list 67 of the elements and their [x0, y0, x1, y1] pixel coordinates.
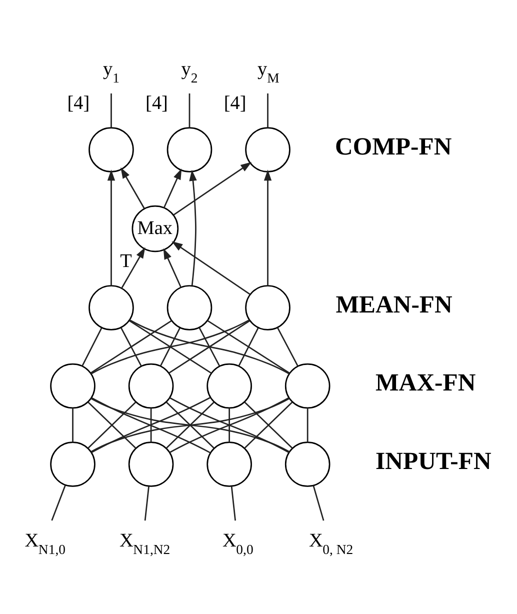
connector: [51, 484, 66, 521]
node-circle: [88, 285, 134, 330]
node-circle: Max: [132, 205, 179, 252]
connector: [188, 93, 190, 128]
node-text: X$_{N1,0}$: [24, 530, 66, 557]
node-circle: [50, 442, 96, 487]
connector: [88, 402, 136, 448]
arrow: [163, 248, 182, 288]
node-text: y$_{M}$: [257, 59, 280, 86]
node-label: T: [120, 250, 132, 272]
connector: [72, 408, 74, 442]
node-text: y$_{2}$: [181, 59, 198, 86]
node-circle: [206, 363, 252, 409]
arrow: [264, 170, 272, 286]
connector: [228, 408, 230, 442]
node-circle: [128, 442, 174, 487]
node-text: X$_{0, N2}$: [308, 530, 354, 557]
node-circle: [50, 363, 96, 409]
arrow: [120, 167, 145, 209]
connector: [207, 320, 290, 374]
connector: [160, 328, 180, 366]
connector: [198, 327, 220, 366]
connector: [238, 328, 259, 366]
node-label: [4]: [146, 92, 168, 114]
label: INPUT-FN: [376, 448, 492, 475]
connector: [168, 320, 250, 374]
connector: [90, 320, 172, 374]
node-circle: [245, 127, 290, 172]
connector: [169, 397, 290, 454]
connector: [120, 327, 142, 366]
node-circle: [284, 363, 330, 409]
arrow: [163, 168, 182, 208]
connector: [90, 398, 290, 452]
node-circle: [166, 285, 212, 330]
node-circle: [128, 363, 174, 409]
node-text: X$_{0,0}$: [222, 530, 254, 557]
node-text: y$_{1}$: [102, 59, 120, 86]
connector: [276, 327, 298, 366]
node-circle: [206, 442, 252, 487]
node-circle: [284, 442, 330, 487]
connector: [150, 408, 152, 442]
label: MAX-FN: [376, 370, 476, 397]
node-label: [4]: [67, 92, 90, 114]
node-circle: [166, 127, 212, 172]
node-circle: [88, 127, 134, 172]
connector: [230, 486, 236, 521]
node-text: X$_{N1,N2}$: [119, 530, 170, 557]
arrow: [121, 247, 146, 289]
connector: [312, 486, 324, 521]
connector: [306, 408, 308, 442]
label: COMP-FN: [335, 133, 452, 160]
arrow: [173, 162, 252, 216]
connector: [129, 319, 290, 374]
connector: [128, 320, 212, 374]
arrow: [107, 170, 116, 286]
node-circle: [245, 285, 290, 330]
connector: [144, 486, 150, 521]
node-label: [4]: [224, 92, 246, 114]
label: MEAN-FN: [336, 291, 452, 318]
connector: [166, 402, 214, 448]
arrow: [189, 170, 197, 286]
connector: [244, 402, 293, 448]
connector: [90, 319, 250, 374]
connector: [82, 328, 102, 366]
connector: [267, 93, 268, 128]
arrow: [172, 241, 251, 295]
connector: [110, 93, 112, 128]
